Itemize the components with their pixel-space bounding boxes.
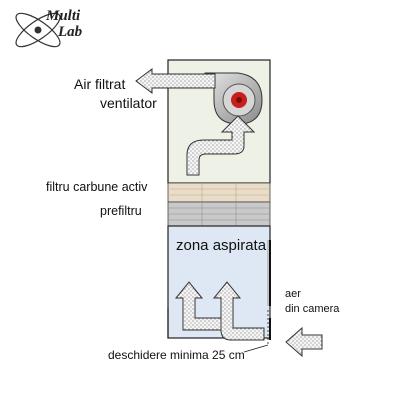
fan-icon [204, 72, 263, 125]
min-opening-label: deschidere minima 25 cm [108, 348, 245, 362]
room-air-arrow-icon [285, 326, 323, 358]
air-out-arrow-icon [135, 68, 216, 94]
logo-line1: Multi [46, 8, 81, 24]
left-flow-arrow-icon [174, 281, 227, 331]
logo-icon [15, 12, 61, 48]
upper-flow-arrow-icon [186, 115, 256, 176]
opening-indicator-icon [243, 310, 269, 353]
prefilter [167, 201, 271, 227]
air-out-label: Air filtrat [74, 76, 126, 92]
sash-opening [267, 240, 271, 340]
suction-zone-label: zona aspirata [176, 237, 267, 254]
room-air-label-line2: din camera [285, 303, 340, 315]
room-air-label-line1: aer [285, 288, 301, 300]
fan-label: ventilator [100, 95, 157, 111]
logo-line2: Lab [58, 24, 83, 40]
carbon-filter [167, 182, 271, 203]
right-flow-arrow-icon [212, 281, 265, 341]
carbon-filter-label: filtru carbune activ [46, 180, 148, 194]
prefilter-label: prefiltru [100, 204, 142, 218]
